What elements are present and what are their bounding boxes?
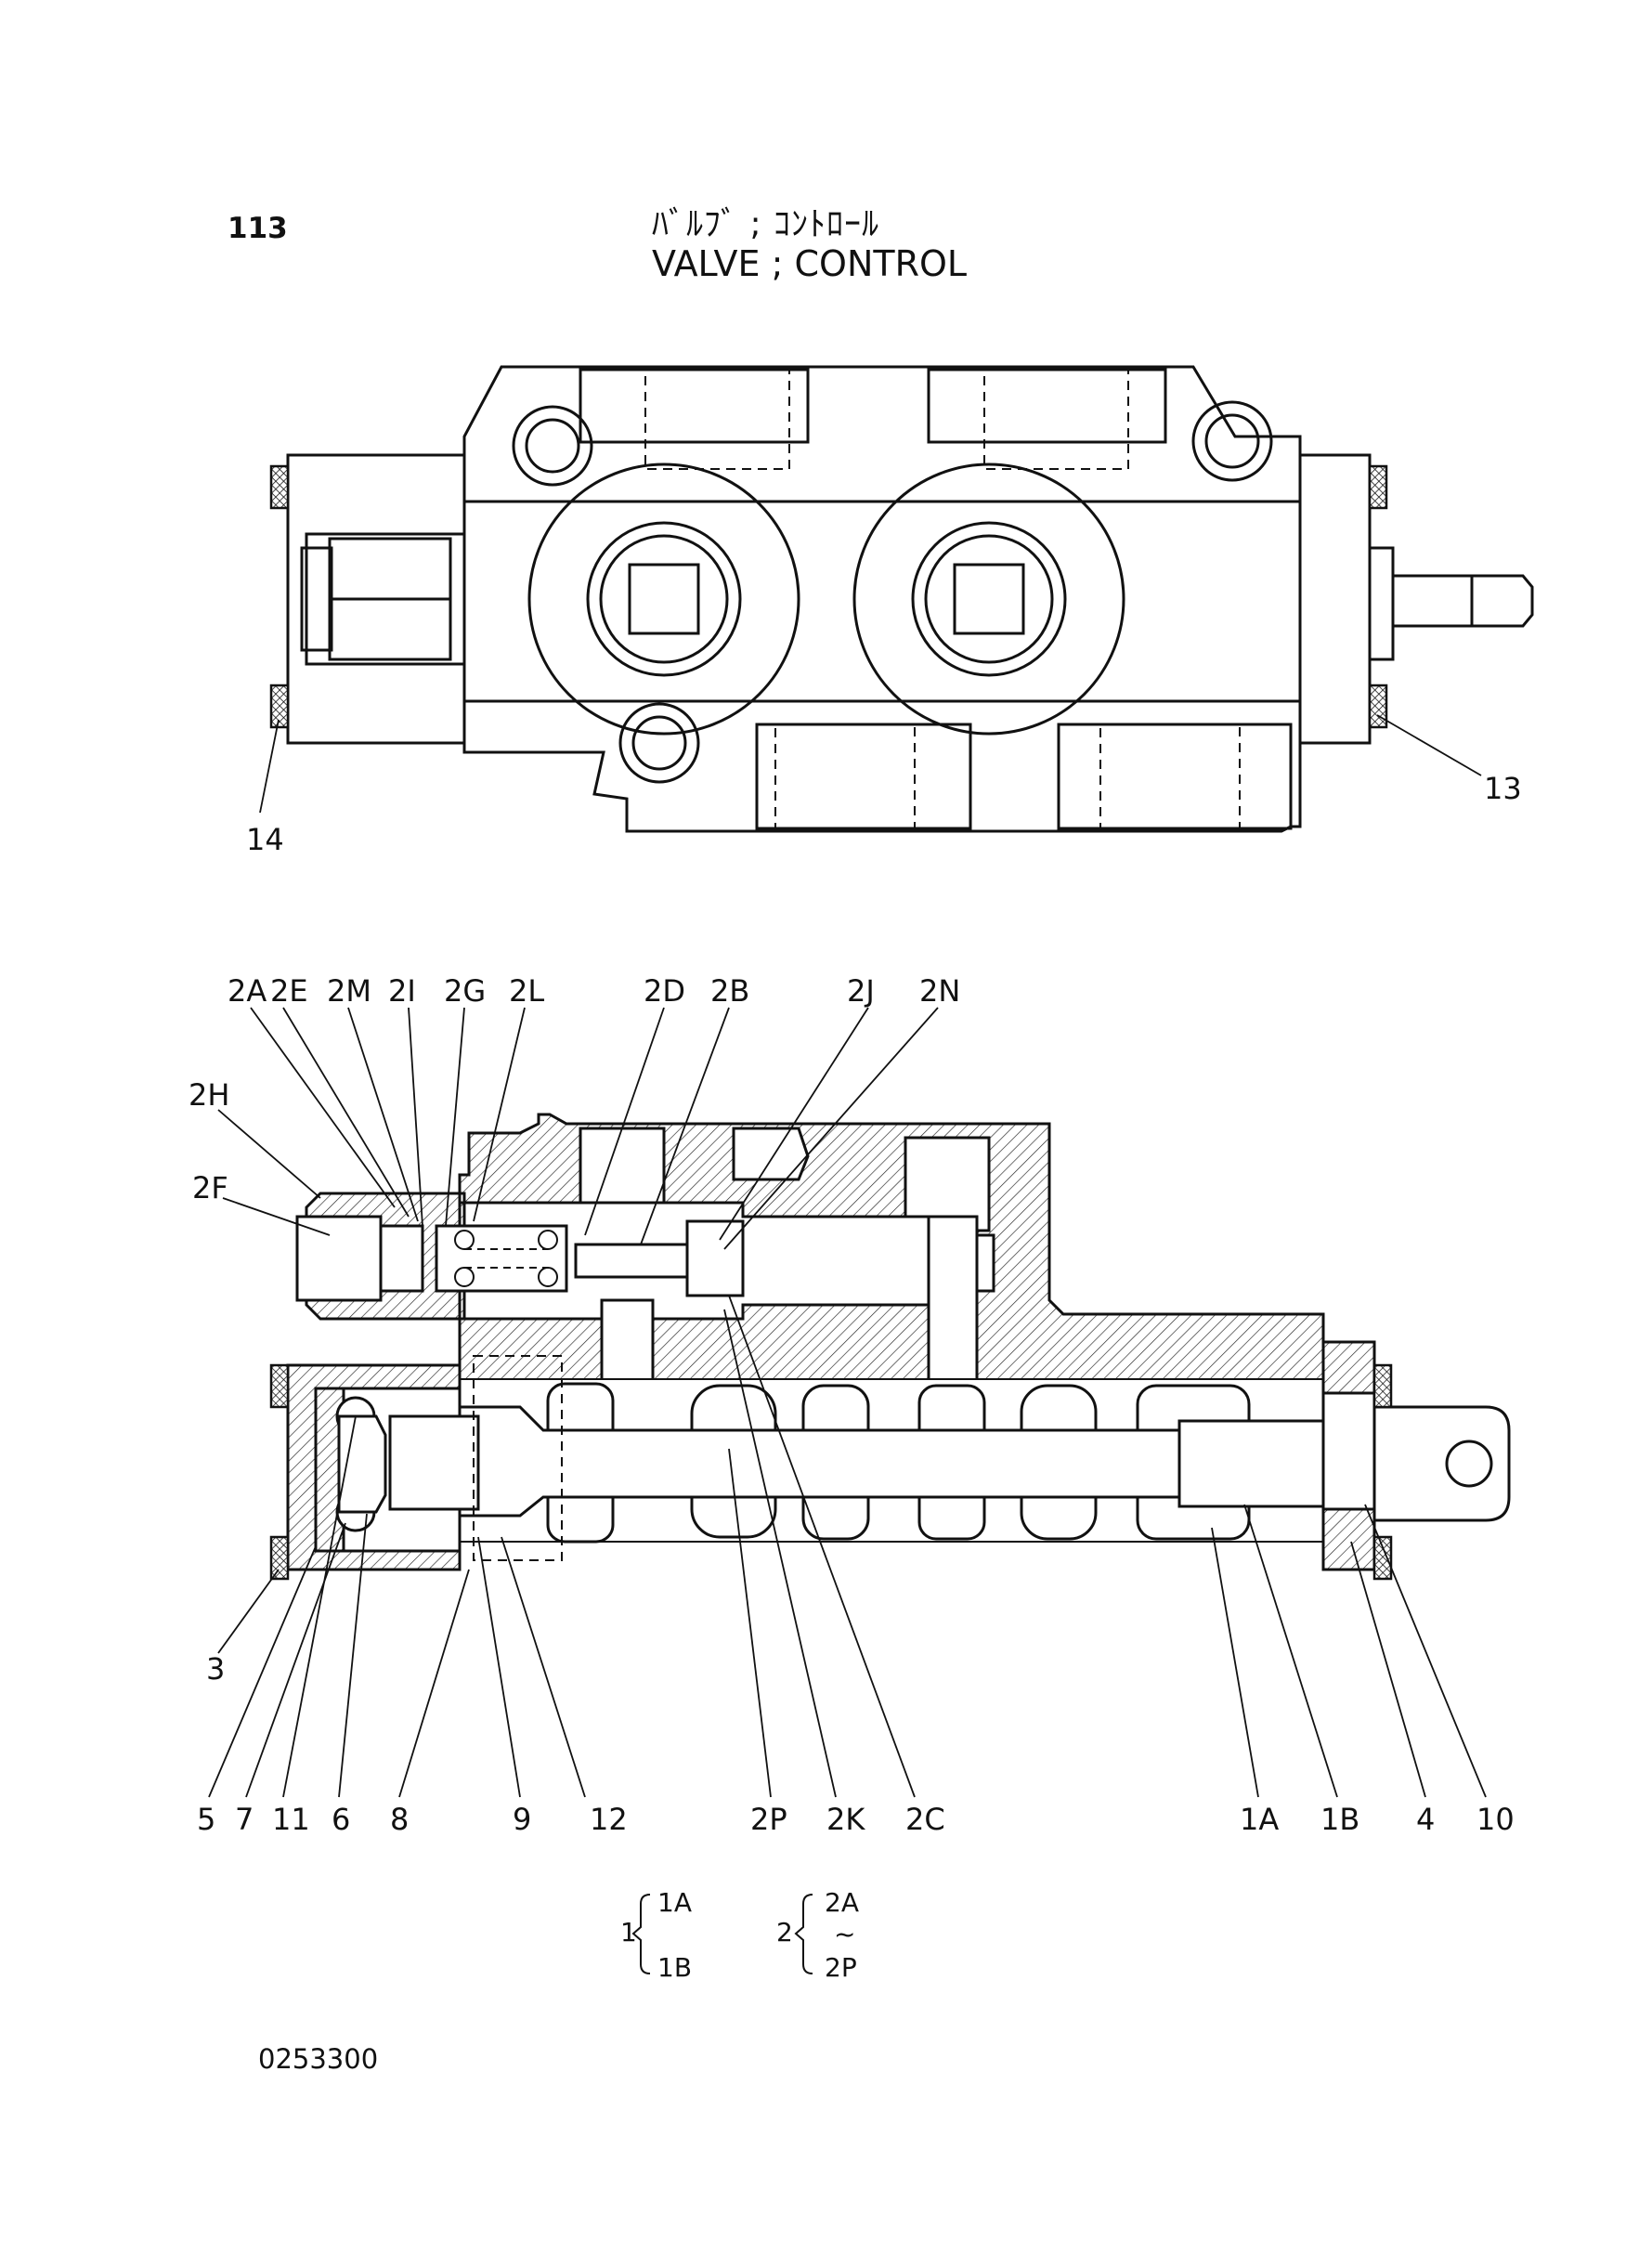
label-4: 4 [1416, 1802, 1435, 1837]
label-3: 3 [206, 1651, 225, 1687]
group-2-child-first: 2A [825, 1887, 859, 1918]
top-view-right-cap [1298, 453, 1372, 745]
label-2H: 2H [189, 1077, 229, 1113]
top-view-boss-top-1 [579, 368, 810, 444]
section-screws [269, 1363, 1393, 1581]
screw-14-top [269, 464, 290, 510]
label-2I: 2I [388, 973, 416, 1009]
label-2C: 2C [905, 1802, 945, 1837]
group-1-child-a: 1A [657, 1887, 692, 1918]
title-japanese: ﾊﾞﾙﾌﾞ ; ｺﾝﾄﾛｰﾙ [652, 205, 880, 243]
top-view-mount-hole-2 [1191, 400, 1273, 482]
title-english: VALVE ; CONTROL [652, 243, 968, 284]
label-1B: 1B [1320, 1802, 1359, 1837]
top-view [286, 365, 1534, 833]
label-2J: 2J [847, 973, 875, 1009]
label-13: 13 [1484, 771, 1522, 806]
top-view-screws [269, 464, 1388, 729]
label-2A: 2A [228, 973, 267, 1009]
label-11: 11 [272, 1802, 310, 1837]
top-view-mount-hole-1 [512, 405, 593, 487]
label-2F: 2F [192, 1170, 228, 1205]
section-leaders [208, 1007, 1487, 1798]
section-view [286, 1113, 1511, 1571]
document-code: 0253300 [258, 2043, 379, 2075]
label-2E: 2E [270, 973, 308, 1009]
group-1-parent: 1 [620, 1917, 637, 1948]
plug-hex [295, 1215, 383, 1302]
group-2-range: ~ [834, 1919, 855, 1949]
assembly-group-2: 2 2A ~ 2P [776, 1887, 859, 1983]
label-2N: 2N [919, 973, 960, 1009]
label-2M: 2M [327, 973, 371, 1009]
top-view-boss-bottom-2 [1057, 723, 1293, 830]
label-2D: 2D [644, 973, 685, 1009]
top-view-port-1 [527, 463, 800, 736]
label-8: 8 [390, 1802, 409, 1837]
top-view-mount-hole-3 [618, 702, 700, 784]
label-2K: 2K [826, 1802, 865, 1837]
group-2-child-last: 2P [825, 1952, 857, 1983]
label-2P: 2P [750, 1802, 787, 1837]
label-1A: 1A [1240, 1802, 1279, 1837]
spool-clevis-hole [1445, 1440, 1493, 1488]
label-2G: 2G [444, 973, 486, 1009]
label-2B: 2B [710, 973, 749, 1009]
label-10: 10 [1476, 1802, 1515, 1837]
top-view-port-2 [852, 463, 1125, 736]
label-14: 14 [246, 822, 284, 857]
label-9: 9 [513, 1802, 531, 1837]
label-5: 5 [197, 1802, 215, 1837]
group-2-parent: 2 [776, 1917, 793, 1948]
group-1-child-b: 1B [657, 1952, 692, 1983]
screw-13-bottom [1368, 684, 1388, 729]
top-view-boss-top-2 [927, 368, 1167, 444]
assembly-group-1: 1 1A 1B [620, 1887, 692, 1983]
top-view-leaders [259, 714, 1482, 814]
label-12: 12 [590, 1802, 628, 1837]
screw-13-top [1368, 464, 1388, 510]
top-view-boss-bottom-1 [755, 723, 972, 830]
page-number: 113 [228, 212, 288, 245]
screw-14-bottom [269, 684, 290, 729]
section-labels: 2A 2E 2M 2I 2G 2L 2D 2B 2J 2N 2H 2F 3 5 … [189, 973, 1515, 1837]
label-2L: 2L [509, 973, 544, 1009]
label-7: 7 [235, 1802, 254, 1837]
label-6: 6 [332, 1802, 350, 1837]
